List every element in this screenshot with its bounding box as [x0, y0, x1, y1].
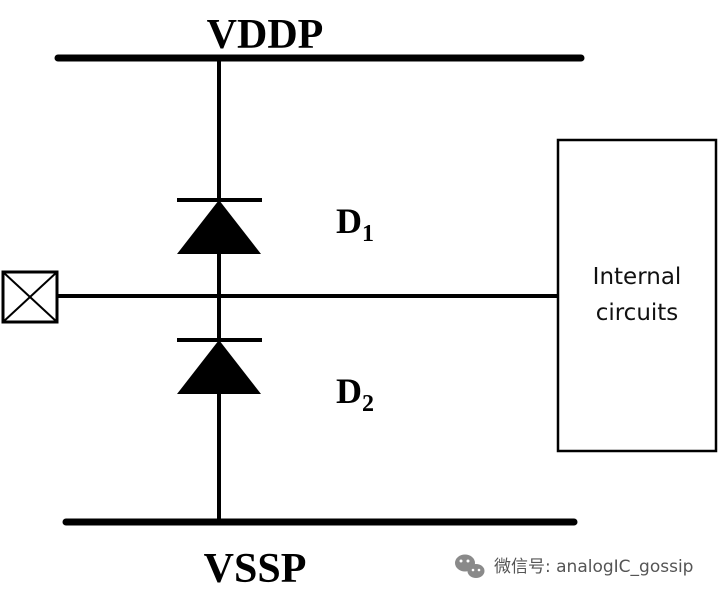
wechat-icon-eye-3: [471, 568, 475, 572]
wechat-icon-eye-1: [459, 559, 463, 563]
vddp-label: VDDP: [207, 12, 324, 58]
diode-d1-letter: D: [336, 201, 362, 241]
wechat-icon: [455, 554, 485, 578]
diode-d1-label: D1: [336, 201, 374, 247]
internal-circuits-label-line2: circuits: [596, 300, 679, 326]
diode-d1: [177, 198, 262, 254]
wechat-icon-eye-4: [477, 568, 481, 572]
diode-d2-subscript: 2: [362, 391, 374, 417]
diode-d2-triangle: [177, 340, 261, 394]
vssp-label: VSSP: [204, 546, 307, 592]
io-pad-cross-b: [2, 271, 58, 323]
wechat-icon-eye-2: [466, 559, 470, 563]
wechat-icon-bubble-small: [467, 564, 485, 578]
io-pad-icon: [1, 270, 59, 324]
internal-circuits-block: [556, 138, 718, 453]
diode-d2-label: D2: [336, 371, 374, 417]
watermark-text: 微信号: analogIC_gossip: [494, 557, 693, 577]
diode-d2: [177, 338, 262, 394]
diode-d1-triangle: [177, 200, 261, 254]
diode-d1-subscript: 1: [362, 221, 374, 247]
internal-circuits-label-line1: Internal: [593, 264, 682, 290]
diode-d2-letter: D: [336, 371, 362, 411]
